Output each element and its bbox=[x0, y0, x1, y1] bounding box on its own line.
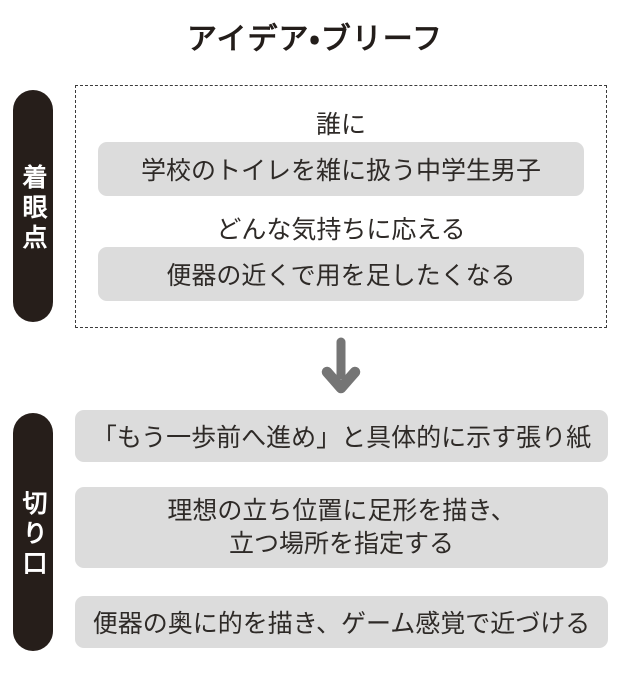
section-label-approach-text: 切り口 bbox=[19, 489, 47, 580]
focus-panel: 誰に 学校のトイレを雑に扱う中学生男子 どんな気持ちに応える 便器の近くで用を足… bbox=[75, 85, 607, 328]
section-label-approach: 切り口 bbox=[13, 413, 53, 651]
focus-value-feeling: 便器の近くで用を足したくなる bbox=[98, 247, 584, 301]
section-label-focus: 着眼点 bbox=[13, 90, 53, 322]
approach-item-target: 便器の奥に的を描き、ゲーム感覚で近づける bbox=[75, 596, 608, 648]
page-title: アイデア・ブリーフ bbox=[187, 23, 443, 56]
section-label-focus-text: 着眼点 bbox=[19, 163, 47, 254]
approach-item-poster: 「もう一歩前へ進め」と具体的に示す張り紙 bbox=[75, 410, 608, 462]
focus-value-who: 学校のトイレを雑に扱う中学生男子 bbox=[98, 142, 584, 196]
approach-item-footprints: 理想の立ち位置に足形を描き、 立つ場所を指定する bbox=[75, 487, 608, 568]
focus-heading-who: 誰に bbox=[315, 111, 366, 139]
focus-heading-feeling: どんな気持ちに応える bbox=[216, 216, 466, 244]
down-arrow-icon bbox=[321, 337, 361, 394]
